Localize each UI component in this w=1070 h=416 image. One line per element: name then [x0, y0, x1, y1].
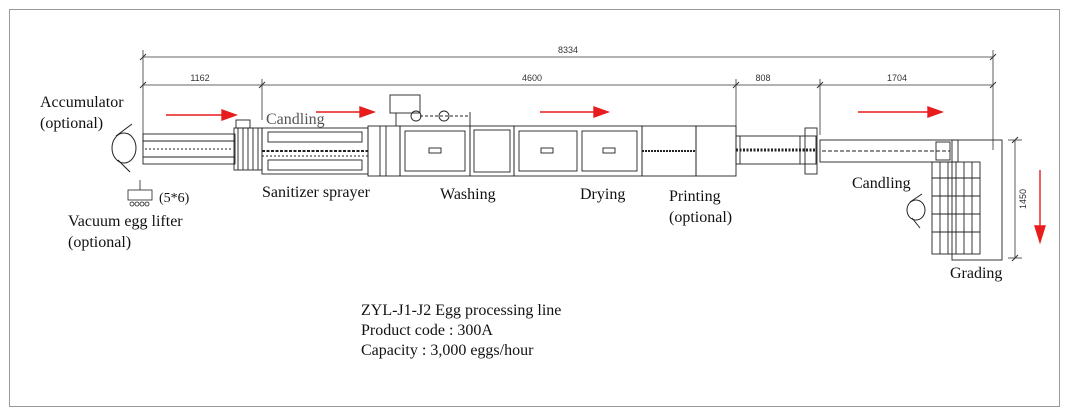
product-code: Product code : 300A	[361, 322, 493, 339]
label-sanitizer: Sanitizer sprayer	[262, 184, 370, 201]
label-grading: Grading	[950, 265, 1003, 282]
label-candling-2: Candling	[852, 175, 911, 192]
flow-arrows	[166, 106, 1046, 245]
label-vacuum-lifter: Vacuum egg lifter	[68, 213, 183, 230]
dim-height: 1450	[1018, 189, 1028, 209]
machine-body	[142, 94, 1003, 261]
label-printing-optional: (optional)	[669, 209, 733, 226]
label-vacuum-lifter-optional: (optional)	[68, 234, 132, 251]
line-name: ZYL-J1-J2 Egg processing line	[361, 302, 562, 319]
dimension-lines	[142, 50, 1022, 259]
diagram-frame	[9, 9, 1060, 407]
capacity: Capacity : 3,000 eggs/hour	[361, 342, 534, 359]
label-drying: Drying	[580, 186, 626, 203]
label-lifter-count: (5*6)	[159, 191, 190, 206]
dim-transfer: 808	[755, 73, 770, 83]
label-accumulator-optional: (optional)	[40, 115, 104, 132]
label-candling-1: Candling	[266, 111, 325, 128]
label-accumulator: Accumulator	[40, 94, 124, 111]
label-printing: Printing	[669, 188, 721, 205]
dimension-ticks	[139, 53, 1019, 262]
dim-grading: 1704	[887, 73, 907, 83]
dim-main: 4600	[522, 73, 542, 83]
label-washing: Washing	[440, 186, 496, 203]
vacuum-lifter-icon	[127, 180, 153, 207]
line-info: ZYL-J1-J2 Egg processing line Product co…	[361, 301, 561, 361]
dim-accumulator: 1162	[190, 73, 209, 83]
dim-total: 8334	[558, 45, 578, 55]
candling-lamp-icon	[111, 123, 926, 229]
